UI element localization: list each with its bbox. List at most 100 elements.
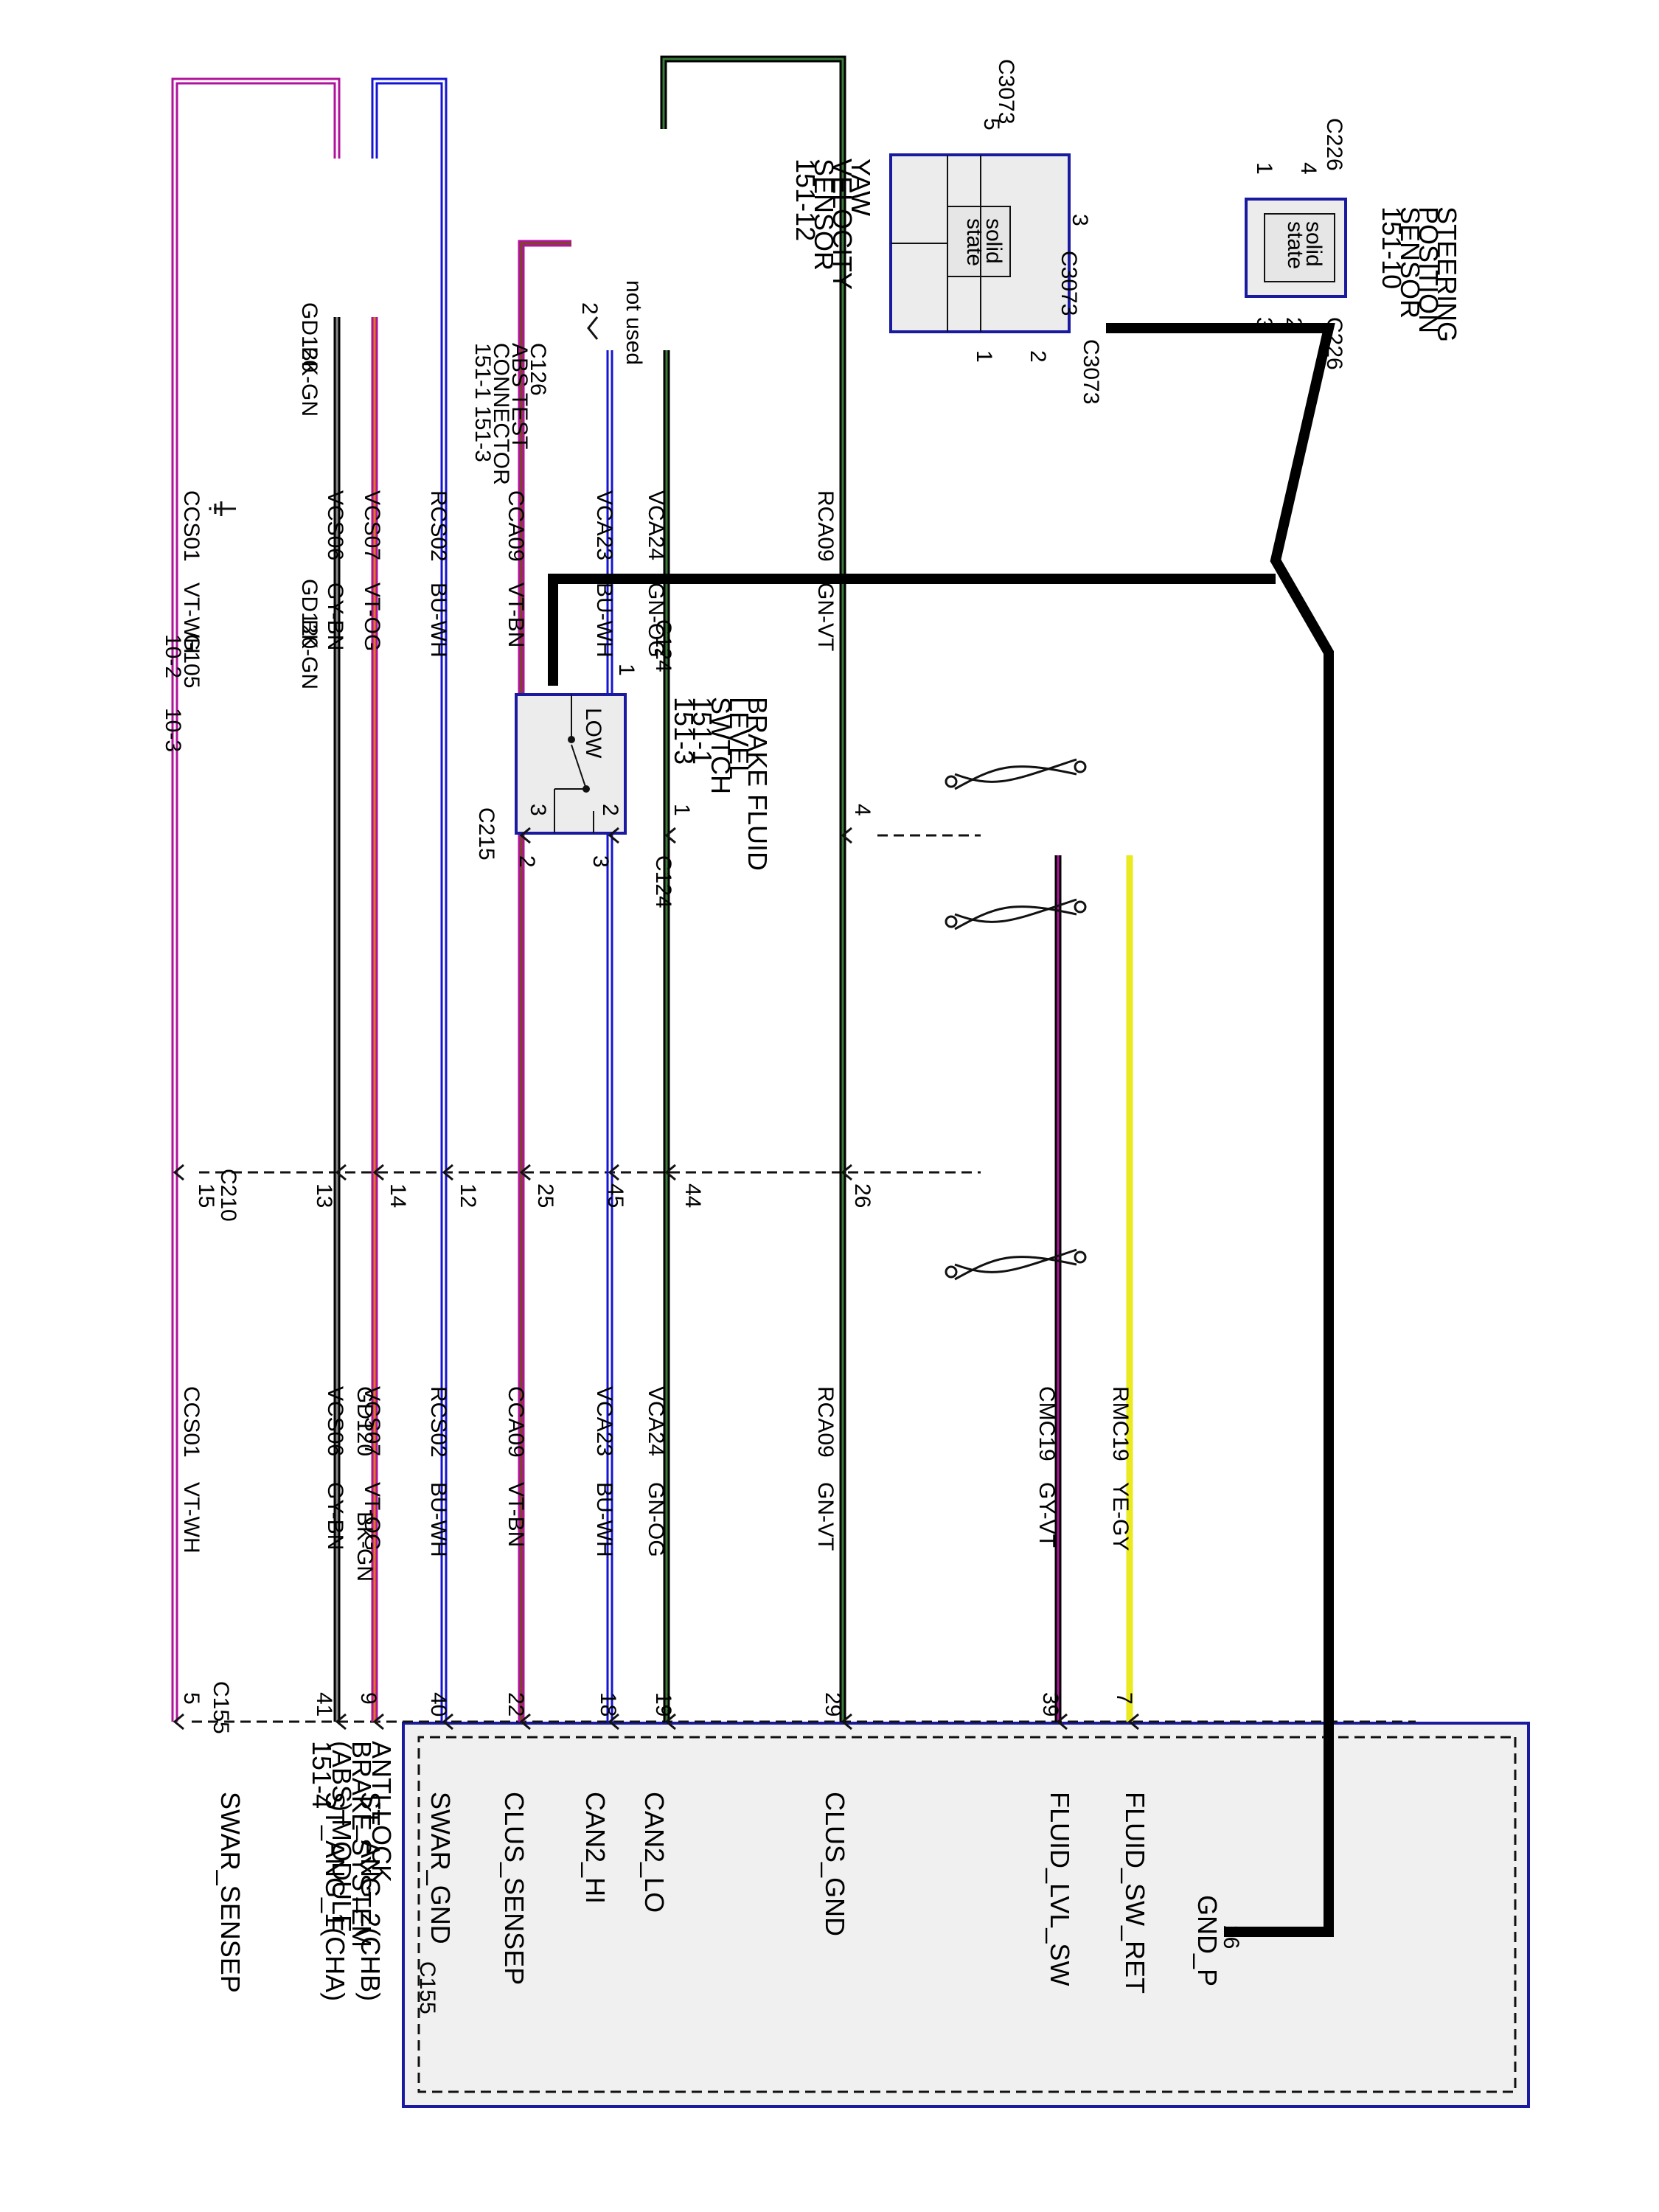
wire-cca09 bbox=[518, 240, 571, 1722]
c210-pin-25: 25 bbox=[533, 1183, 557, 1208]
c215-pin-4: 4 bbox=[850, 804, 874, 816]
yaw-pin-2: 2 bbox=[1026, 350, 1050, 363]
signal-can2-lo: CAN2_LO bbox=[639, 1792, 669, 1913]
pin-22: 22 bbox=[504, 1692, 528, 1717]
steering-title-2: POSITION bbox=[1413, 206, 1444, 333]
wire-ccs01-stripe bbox=[173, 80, 338, 1722]
module-pin-numbers: 5 41 9 40 22 18 19 29 39 7 16 bbox=[179, 1692, 1243, 1949]
pin-16: 16 bbox=[1219, 1924, 1243, 1949]
steering-solid-state-box bbox=[1264, 213, 1335, 282]
steering-position-sensor: solid state STEERING POSITION SENSOR 151… bbox=[1245, 118, 1462, 370]
pin-29: 29 bbox=[821, 1692, 845, 1717]
steering-connector-bottom: C226 bbox=[1322, 317, 1346, 370]
yaw-pin-1: 1 bbox=[972, 350, 996, 363]
module-terminal-arrow-7 bbox=[841, 1713, 852, 1731]
abs-module-box bbox=[402, 1722, 1530, 2108]
twist-marker-3 bbox=[945, 1248, 1087, 1281]
ground-ref-1: 10-2 bbox=[161, 634, 185, 678]
label-vcs06-bottom: VCS06 bbox=[323, 1386, 347, 1456]
brake-switch-low: LOW bbox=[581, 708, 605, 759]
module-terminal-arrow-4 bbox=[519, 1713, 531, 1731]
yaw-pin-5: 5 bbox=[979, 118, 1004, 131]
steering-pin-1: 1 bbox=[1252, 162, 1276, 175]
c215-label: C215 bbox=[474, 807, 498, 860]
signal-clus-sensep: CLUS_SENSEP bbox=[499, 1792, 529, 1985]
label-vca24-top: VCA24 bbox=[644, 490, 668, 560]
label-gn-vt-top: GN-VT bbox=[813, 582, 838, 651]
label-cmc19: CMC19 bbox=[1034, 1386, 1059, 1461]
yaw-pin-3: 3 bbox=[1068, 214, 1092, 226]
abs-test-title-4: 151-1 151-3 bbox=[470, 343, 495, 462]
yaw-inner-solid: solid bbox=[981, 218, 1006, 264]
c155-label-bottom: C155 bbox=[415, 1961, 439, 2014]
module-terminal-arrow-3 bbox=[442, 1713, 453, 1731]
terminal-arrows bbox=[173, 827, 1139, 1731]
ground-ref-2: 10-3 bbox=[161, 708, 185, 752]
c210-pin-44: 44 bbox=[681, 1183, 705, 1208]
label-gn-og-top: GN-OG bbox=[644, 582, 668, 658]
signal-can2-hi: CAN2_HI bbox=[580, 1792, 611, 1904]
label-gy-bn-bottom: GY-BN bbox=[323, 1482, 347, 1550]
label-cca09-bottom: CCA09 bbox=[504, 1386, 528, 1458]
brake-title-1: BRAKE FLUID bbox=[742, 697, 773, 871]
steering-title-4: 151-10 bbox=[1377, 206, 1407, 289]
c215-pin-2: 2 bbox=[598, 804, 622, 816]
wires-layer bbox=[171, 55, 1335, 1937]
signal-st-ang-1: ST_ANG_1(CHA) bbox=[320, 1792, 350, 2001]
label-bu-wh-top-1: BU-WH bbox=[426, 582, 451, 658]
label-ccs01-top: CCS01 bbox=[179, 490, 204, 562]
module-terminal-arrow-9 bbox=[1127, 1713, 1139, 1731]
ground-g105: G105 10-2 10-3 bbox=[161, 501, 236, 752]
abs-test-title-3: CONNECTOR bbox=[489, 343, 513, 485]
c210-pin-13: 13 bbox=[312, 1183, 336, 1208]
label-vt-bn-bottom: VT-BN bbox=[504, 1482, 528, 1547]
label-vt-og-bottom: VT-OG bbox=[360, 1482, 384, 1551]
label-gy-bn-top: GY-BN bbox=[323, 582, 347, 650]
c155-label-top: C155 bbox=[209, 1681, 233, 1734]
brake-connector-top: C124 bbox=[651, 619, 675, 672]
c210-terminal-arrow-2 bbox=[372, 1164, 384, 1181]
label-vcs07-top: VCS07 bbox=[360, 490, 384, 560]
brake-pin-3: 3 bbox=[588, 855, 613, 868]
label-gn-og-bottom: GN-OG bbox=[644, 1482, 668, 1557]
gd120-top-color: BK-GN bbox=[297, 347, 321, 417]
brake-switch-contact bbox=[571, 744, 587, 790]
c210-terminal-arrow-7 bbox=[841, 1164, 852, 1181]
abs-test-title-2: ABS TEST bbox=[507, 343, 532, 450]
module-terminal-arrow-2 bbox=[372, 1713, 384, 1731]
pin-19: 19 bbox=[651, 1692, 675, 1717]
c215-pin-3: 3 bbox=[526, 804, 550, 816]
signal-clus-gnd: CLUS_GND bbox=[820, 1792, 850, 1936]
module-terminal-arrow-8 bbox=[1056, 1713, 1068, 1731]
label-vt-wh-top: VT-WH bbox=[179, 582, 204, 654]
abs-title-1: ANTI-LOCK bbox=[366, 1741, 397, 1882]
c215-terminal-arrow-3 bbox=[841, 827, 852, 844]
brake-switch-dot-1 bbox=[582, 785, 590, 793]
abs-title-4: 151-4 bbox=[307, 1741, 337, 1809]
pin-39: 39 bbox=[1038, 1692, 1062, 1717]
c210-pin-14: 14 bbox=[386, 1183, 410, 1208]
gd120-mid-color: BK-GN bbox=[297, 619, 321, 689]
signal-fluid-sw-ret: FLUID_SW_RET bbox=[1120, 1792, 1150, 1994]
yaw-title-4: 151-12 bbox=[790, 159, 821, 241]
gd120-top-circuit: GD120 bbox=[297, 302, 321, 372]
brake-title-5: 151-3 bbox=[669, 697, 699, 765]
label-rmc19: RMC19 bbox=[1108, 1386, 1133, 1461]
label-rcs02-top: RCS02 bbox=[426, 490, 451, 562]
brake-fluid-level-switch: LOW BRAKE FLUID LEVEL SWTCH 151-1 151-3 … bbox=[515, 619, 773, 908]
twist-marker-1 bbox=[945, 758, 1087, 790]
label-rcs02-bottom: RCS02 bbox=[426, 1386, 451, 1458]
abs-test-pin-2: 2 bbox=[577, 302, 602, 315]
label-gn-vt-bottom: GN-VT bbox=[813, 1482, 838, 1551]
abs-test-title-1: C126 bbox=[526, 343, 550, 396]
brake-connector-bottom: C124 bbox=[651, 855, 675, 908]
module-terminal-arrow-0 bbox=[173, 1713, 184, 1731]
twist-marker-2 bbox=[945, 898, 1087, 931]
pin-7: 7 bbox=[1112, 1692, 1136, 1705]
label-gy-vt: GY-VT bbox=[1034, 1482, 1059, 1548]
abs-title-3: (ABS) MODULE bbox=[327, 1741, 357, 1933]
steering-pin-4: 4 bbox=[1296, 162, 1321, 175]
pin-5: 5 bbox=[179, 1692, 204, 1705]
wire-rca09 bbox=[660, 55, 846, 1722]
